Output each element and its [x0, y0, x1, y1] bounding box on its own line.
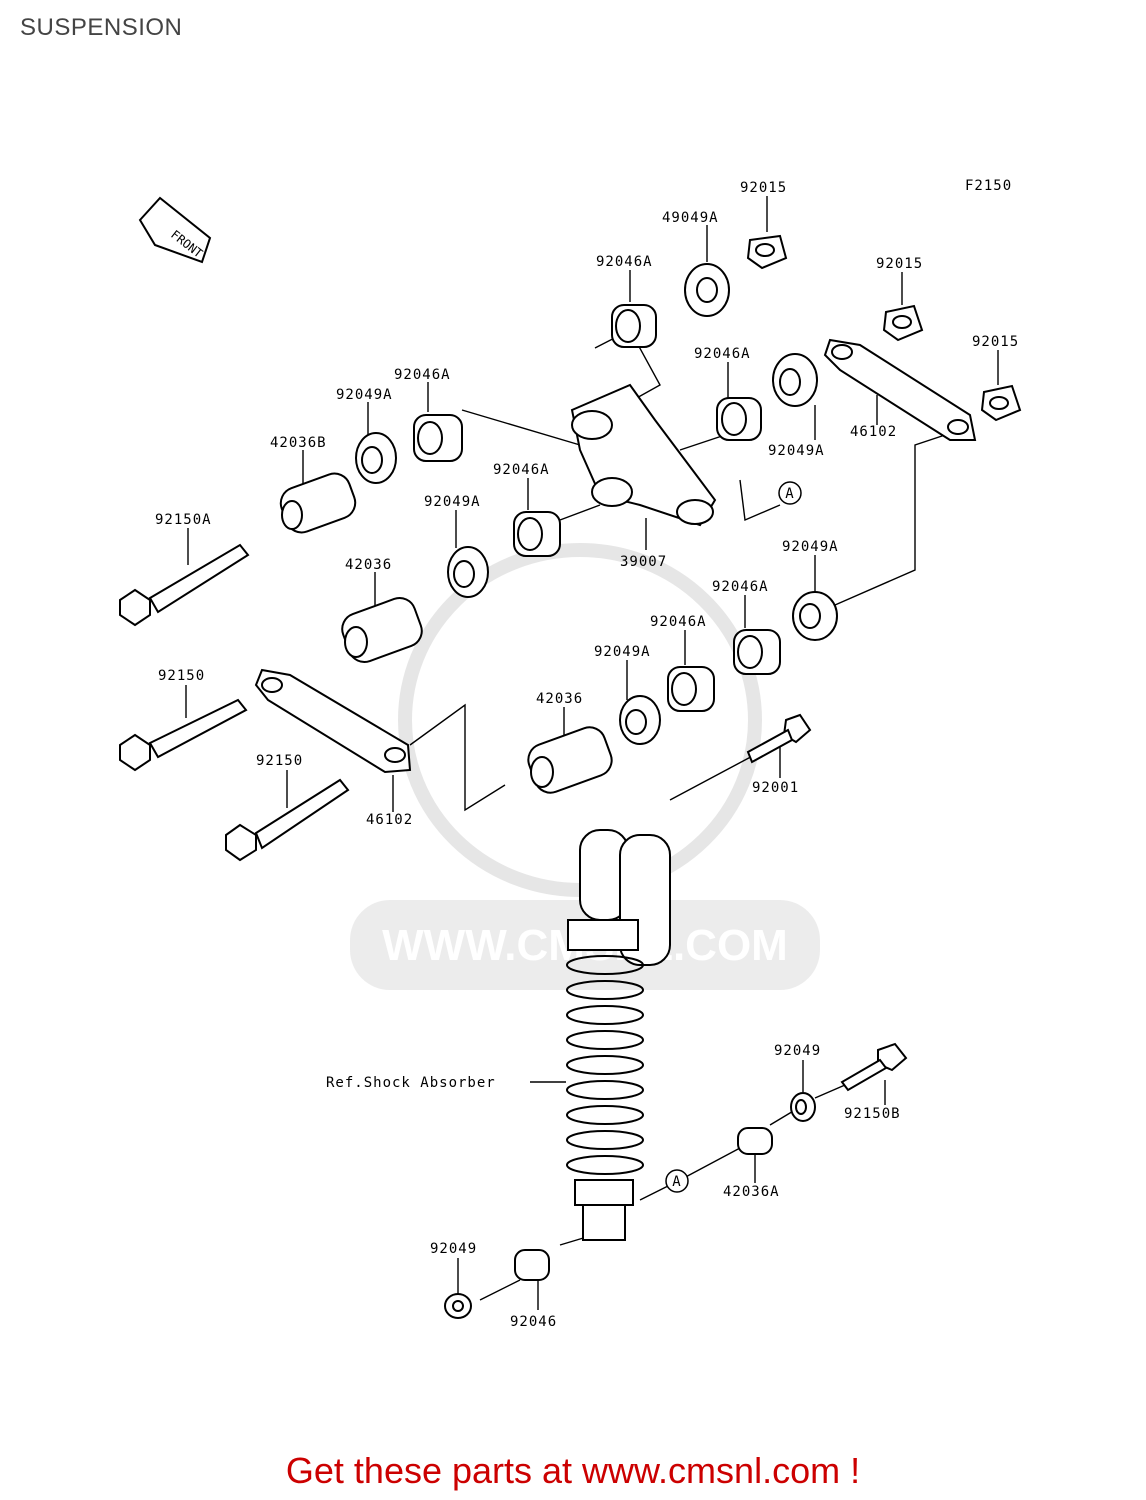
footer-promo-link[interactable]: Get these parts at www.cmsnl.com ! — [285, 1450, 861, 1491]
part-label: 92015 — [876, 256, 923, 272]
front-arrow-icon: FRONT — [138, 196, 212, 264]
figure-code: F2150 — [965, 178, 1012, 194]
part-label: 92015 — [972, 334, 1019, 350]
part-label: 92046 — [510, 1314, 557, 1330]
part-labels: 92015 49049A 92046A 92015 92015 92046A 4… — [155, 180, 1019, 1330]
part-label: 92001 — [752, 780, 799, 796]
part-label: 92046A — [596, 254, 653, 270]
parts-drawings — [119, 234, 1022, 1319]
part-label: 92046A — [712, 579, 769, 595]
part-label: 42036B — [270, 435, 327, 451]
part-label: 92049A — [594, 644, 651, 660]
part-label: 92150A — [155, 512, 212, 528]
part-label: 92015 — [740, 180, 787, 196]
part-label: 42036 — [536, 691, 583, 707]
part-label: 92046A — [650, 614, 707, 630]
part-label: 92150 — [256, 753, 303, 769]
part-label: 92150B — [844, 1106, 901, 1122]
part-label: 46102 — [366, 812, 413, 828]
part-label: 46102 — [850, 424, 897, 440]
part-label: 92150 — [158, 668, 205, 684]
part-label: Ref.Shock Absorber — [326, 1075, 496, 1091]
part-label: 92049A — [782, 539, 839, 555]
marker-a-top: A — [785, 486, 794, 502]
part-label: 42036 — [345, 557, 392, 573]
part-label: 92046A — [493, 462, 550, 478]
part-label: 92049 — [774, 1043, 821, 1059]
page-title: SUSPENSION — [20, 14, 183, 41]
part-label: 92049A — [336, 387, 393, 403]
part-label: 92049A — [424, 494, 481, 510]
part-label: 42036A — [723, 1184, 780, 1200]
part-label: 92049 — [430, 1241, 477, 1257]
marker-a-bottom: A — [672, 1174, 681, 1190]
part-label: 92046A — [694, 346, 751, 362]
part-label: 92049A — [768, 443, 825, 459]
reference-markers: A A — [665, 481, 802, 1193]
part-label: 39007 — [620, 554, 667, 570]
part-label: 92046A — [394, 367, 451, 383]
part-label: 49049A — [662, 210, 719, 226]
